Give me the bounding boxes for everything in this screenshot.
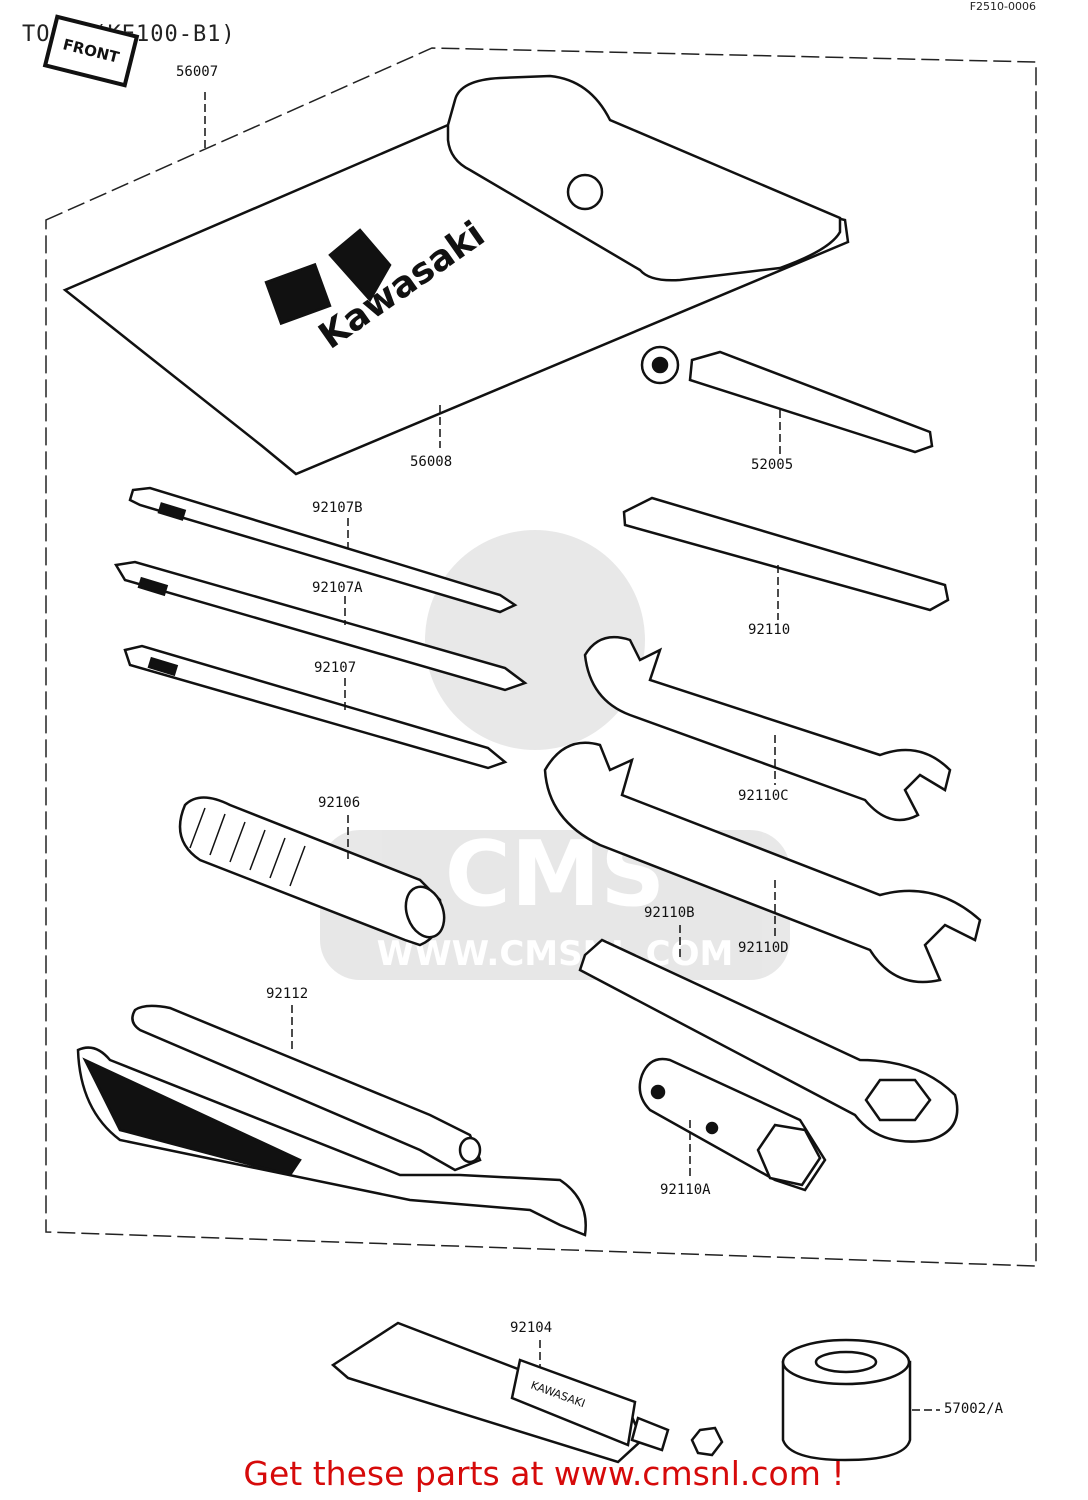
watermark-url: WWW.CMSNL.COM — [377, 934, 734, 974]
part-label-92107b[interactable]: 92107B — [312, 500, 363, 516]
tool-92112-drawing — [76, 1004, 587, 1237]
reference-code: F2510-0006 — [969, 0, 1036, 13]
part-label-92110a[interactable]: 92110A — [660, 1182, 711, 1198]
part-label-92112[interactable]: 92112 — [266, 986, 309, 1002]
part-label-92110c[interactable]: 92110C — [738, 788, 789, 804]
part-label-92106[interactable]: 92106 — [318, 795, 361, 811]
tool-92110a-drawing — [638, 1057, 827, 1192]
tool-92104-drawing: KAWASAKI — [330, 1321, 724, 1464]
part-label-92110d[interactable]: 92110D — [738, 940, 789, 956]
tool-92110-drawing — [622, 496, 950, 612]
tool-52005-drawing — [640, 345, 934, 454]
footer-link[interactable]: Get these parts at www.cmsnl.com ! — [243, 1454, 845, 1493]
tool-92110d-drawing — [543, 741, 982, 984]
part-label-57002a[interactable]: 57002/A — [944, 1401, 1004, 1417]
tool-92110b-drawing — [578, 938, 959, 1143]
part-label-92107[interactable]: 92107 — [314, 660, 357, 676]
part-label-56008[interactable]: 56008 — [410, 454, 453, 470]
kit-boundary — [45, 47, 1037, 1267]
part-label-56007[interactable]: 56007 — [176, 64, 219, 80]
tool-57002a-drawing — [781, 1338, 912, 1462]
tool-92107a-drawing — [113, 560, 528, 692]
part-label-52005[interactable]: 52005 — [751, 457, 794, 473]
tool-pouch-drawing: Kawasaki — [62, 74, 850, 476]
tool-92106-drawing — [178, 796, 446, 947]
tool-92107-drawing — [123, 644, 508, 770]
tool-92110c-drawing — [583, 635, 952, 822]
tool-92107b-drawing — [128, 486, 518, 614]
part-label-92107a[interactable]: 92107A — [312, 580, 363, 596]
part-label-92104[interactable]: 92104 — [510, 1320, 553, 1336]
part-label-92110b[interactable]: 92110B — [644, 905, 695, 921]
part-label-92110[interactable]: 92110 — [748, 622, 791, 638]
